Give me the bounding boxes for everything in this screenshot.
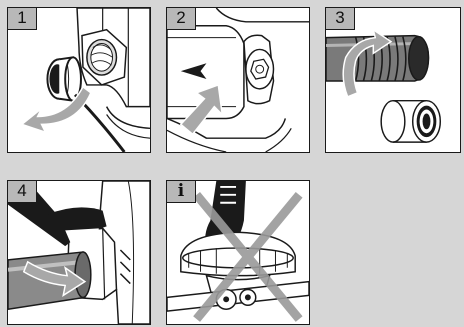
step-1-number: 1: [7, 7, 37, 30]
info-icon: i: [166, 180, 196, 203]
info-panel: i: [166, 180, 310, 325]
step-3-panel: 3: [325, 7, 461, 153]
step-2-panel: 2: [166, 7, 310, 153]
step-4-panel: 4: [7, 180, 151, 325]
step-1-panel: 1: [7, 7, 151, 153]
step-3-number: 3: [325, 7, 355, 30]
step-2-number: 2: [166, 7, 196, 30]
ptfe-tape-roll: [381, 101, 440, 142]
step-4-number: 4: [7, 180, 37, 203]
